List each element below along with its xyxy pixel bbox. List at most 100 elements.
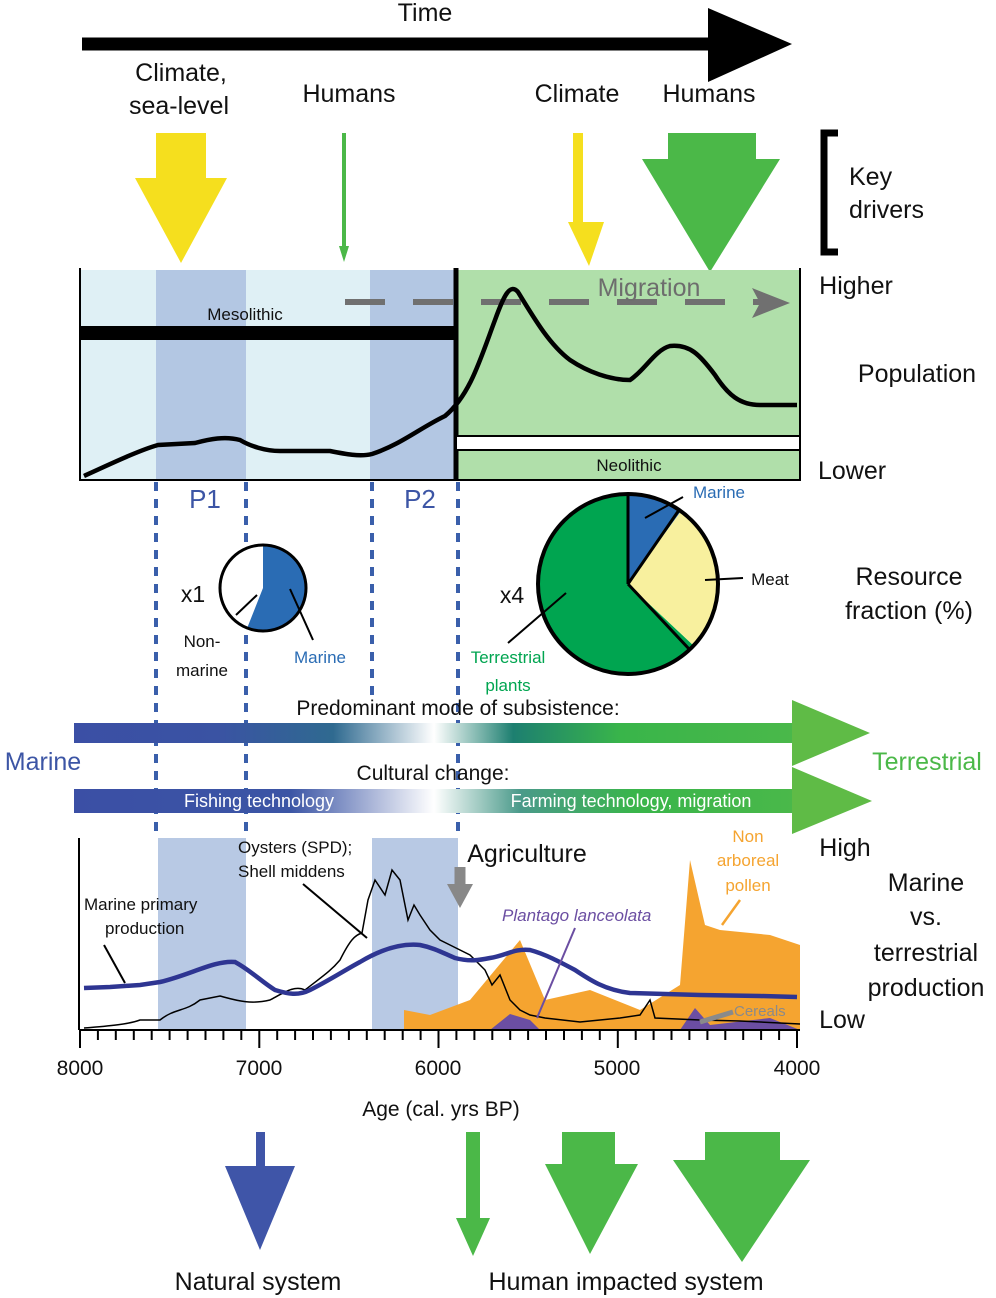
large-pie-marine-label: Marine (693, 483, 745, 502)
production-p2-band (372, 838, 458, 1030)
period-p1-label: P1 (189, 484, 221, 514)
human-arrow-large-icon (673, 1132, 810, 1262)
large-pie (536, 492, 720, 676)
agriculture-arrow-icon (447, 884, 473, 908)
production-p1-band (158, 838, 246, 1030)
time-arrow (82, 8, 792, 82)
tick-label-5000: 5000 (594, 1057, 641, 1080)
terrestrial-label-2: plants (485, 676, 530, 695)
oysters-label-2: Shell middens (238, 862, 345, 881)
marine-large-leader-line (644, 496, 684, 519)
production-title-4: production (868, 974, 985, 1002)
agriculture-label: Agriculture (467, 840, 587, 868)
key-drivers-bracket (820, 129, 838, 256)
marine-primary-leader-line (103, 944, 126, 984)
non-marine-label-2: marine (176, 661, 228, 680)
large-pie-meat-slice (628, 511, 719, 646)
resource-title-1: Resource (856, 563, 963, 591)
marine-primary-label-1: Marine primary (84, 895, 198, 914)
climate-sea-level-label-1: Climate, (135, 59, 227, 87)
terrestrial-label-1: Terrestrial (471, 648, 546, 667)
tick-label-4000: 4000 (774, 1057, 821, 1080)
climate-sea-level-arrow-icon (135, 133, 227, 263)
cultural-arrowhead-icon (792, 767, 872, 834)
tick-label-6000: 6000 (415, 1057, 462, 1080)
x-axis-label: Age (cal. yrs BP) (362, 1098, 520, 1121)
small-pie-marine-label: Marine (294, 648, 346, 667)
neolithic-label: Neolithic (596, 456, 662, 475)
humans-early-arrow-icon (339, 133, 349, 262)
period-p1-band (156, 270, 246, 480)
meat-leader-line (704, 577, 744, 581)
fishing-technology-label: Fishing technology (184, 791, 334, 811)
population-title: Population (858, 360, 976, 388)
mesolithic-bar (80, 326, 456, 340)
production-high-label: High (819, 834, 870, 862)
mesolithic-label: Mesolithic (207, 305, 283, 324)
non-arboreal-pollen-area (404, 860, 800, 1030)
meat-label: Meat (751, 570, 789, 589)
human-arrow-small-icon (456, 1132, 490, 1256)
migration-arrowhead-icon (752, 288, 790, 318)
plantago-label: Plantago lanceolata (502, 906, 651, 925)
humans-early-label: Humans (302, 80, 395, 108)
oysters-leader-line (302, 883, 368, 939)
tick-label-7000: 7000 (236, 1057, 283, 1080)
non-arboreal-label-3: pollen (725, 876, 770, 895)
neolithic-bar (455, 435, 801, 451)
subsistence-gradient-bar (74, 723, 794, 743)
subsistence-terrestrial-label: Terrestrial (872, 748, 982, 776)
resource-title-2: fraction (%) (845, 597, 973, 625)
population-curve (83, 286, 797, 479)
migration-label: Migration (598, 274, 701, 302)
terrestrial-leader-line (507, 592, 567, 644)
non-arboreal-label-1: Non (732, 827, 763, 846)
cereals-leader-line (699, 1009, 734, 1025)
cultural-title: Cultural change: (357, 762, 510, 785)
period-p2-label: P2 (404, 484, 436, 514)
small-pie (218, 543, 308, 633)
key-drivers-label-1: Key (849, 163, 893, 191)
non-arboreal-label-2: arboreal (717, 851, 779, 870)
axis-ticks (79, 1030, 798, 1048)
small-pie-multiplier: x1 (181, 581, 205, 607)
large-pie-multiplier: x4 (500, 582, 525, 608)
subsistence-arrowhead-icon (792, 700, 870, 766)
marine-small-leader-line (289, 588, 314, 641)
climate-late-label: Climate (535, 80, 620, 108)
large-pie-terrestrial-slice (538, 494, 694, 675)
oysters-shell-midden-line (83, 868, 801, 1029)
population-lower-label: Lower (818, 457, 886, 485)
climate-sea-level-label-2: sea-level (129, 92, 229, 120)
plantago-area (490, 1014, 540, 1030)
tick-label-8000: 8000 (57, 1057, 104, 1080)
human-arrow-medium-icon (545, 1132, 638, 1254)
period-dotted-lines (154, 482, 460, 838)
cultural-gradient-bar (74, 789, 794, 813)
oysters-label-1: Oysters (SPD); (238, 838, 352, 857)
production-title-2: vs. (910, 903, 942, 931)
farming-technology-label: Farming technology, migration (511, 791, 752, 811)
key-drivers-label-2: drivers (849, 196, 924, 224)
production-title-1: Marine (888, 869, 964, 897)
small-pie-outline (218, 543, 308, 633)
population-higher-label: Higher (819, 272, 893, 300)
large-pie-marine-slice (628, 494, 681, 584)
cereals-label: Cereals (734, 1003, 786, 1020)
non-marine-label-1: Non- (184, 632, 221, 651)
natural-system-arrow-icon (225, 1132, 295, 1250)
subsistence-title: Predominant mode of subsistence: (296, 697, 619, 720)
humans-late-label: Humans (662, 80, 755, 108)
marine-primary-production-line (83, 942, 798, 1000)
plantago-leader-line (536, 927, 576, 1019)
non-arboreal-leader-line (720, 899, 742, 926)
small-pie-marine-slice (247, 545, 307, 631)
production-low-label: Low (819, 1006, 866, 1034)
climate-late-arrow-icon (568, 133, 604, 266)
subsistence-marine-label: Marine (5, 748, 81, 776)
cereals-area (680, 1008, 800, 1030)
marine-primary-label-2: production (105, 919, 184, 938)
human-impacted-system-label: Human impacted system (488, 1268, 763, 1296)
